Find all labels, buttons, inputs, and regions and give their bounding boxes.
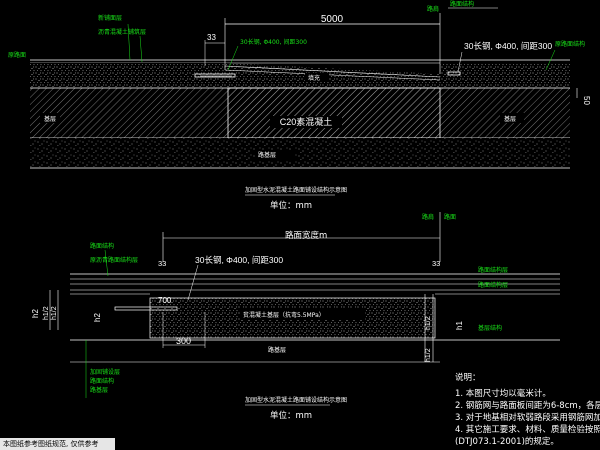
subgrade-label: 路基层 — [258, 151, 276, 159]
c20-concrete-block — [227, 87, 441, 139]
dim-300: 300 — [176, 336, 191, 346]
bottom-unit: 单位：mm — [270, 410, 312, 421]
dim-33-left: 33 — [158, 259, 166, 268]
bottom-label-l3: 加固铺设层 — [90, 368, 120, 376]
top-unit: 单位：mm — [270, 200, 312, 211]
note-line-5: (DTJ073.1-2001)的规定。 — [455, 436, 559, 447]
bottom-dowel-bar — [114, 306, 178, 311]
dowel-bar — [194, 73, 236, 78]
dim-33-top: 33 — [207, 33, 216, 42]
top-right-label3: 原路面结构 — [555, 40, 585, 48]
status-bar: 本图纸参考图纸规范, 仅供参考 — [0, 438, 115, 450]
bottom-label-l1: 路面结构 — [90, 242, 114, 250]
dim-h1-2d: h1/2 — [425, 348, 432, 362]
mid-fill-label: 填充 — [308, 74, 320, 82]
note-line-3: 3. 对于地基相对软弱路段采用钢筋网加固，钢筋规格见设计图。 — [455, 412, 600, 423]
notes-block: 说明： 1. 本图尺寸均以毫米计。 2. 钢筋网与路面板间距为6-8cm，各层厚… — [455, 372, 600, 447]
bottom-subgrade-label: 路基层 — [268, 346, 286, 354]
notes-title: 说明： — [455, 372, 481, 383]
dim-700: 700 — [158, 296, 172, 305]
bottom-label-r2: 路面结构层 — [478, 281, 508, 289]
bottom-label-l2: 原沥青路面结构层 — [90, 256, 138, 264]
top-right-label1: 路肩 — [427, 5, 439, 13]
dim-h2-left: h2 — [31, 309, 40, 318]
dim-h1-2a: h1/2 — [43, 306, 50, 320]
bottom-pipe-label: 30长钢, Φ400, 间距300 — [195, 255, 283, 265]
note-line-4: 4. 其它施工要求、材料、质量检验按照现行有关规范执行 — [455, 424, 600, 435]
bottom-section: 路面宽度m 贫混凝土基层（抗弯5.5MPa） 路基层 700 300 33 33… — [31, 212, 560, 421]
note-line-1: 1. 本图尺寸均以毫米计。 — [455, 388, 551, 399]
note-line-2: 2. 钢筋网与路面板间距为6-8cm，各层厚度为10cm 的钢筋。 — [455, 400, 600, 411]
subgrade-layer — [30, 138, 570, 168]
dim-h1-2c: h1/2 — [425, 316, 432, 330]
dim-5000: 5000 — [321, 14, 344, 25]
top-label-left3: 原路面 — [8, 51, 26, 59]
top-right-label2: 路面结构 — [450, 0, 474, 8]
dim-h1-2b: h1/2 — [51, 306, 58, 320]
base-left-label: 基层 — [44, 115, 56, 123]
bottom-label-r1: 路面结构层 — [478, 266, 508, 274]
top-section: C20素混凝土 基层 基层 填充 路基层 5000 33 50 30长钢, Φ4… — [8, 0, 591, 211]
top-label-rebar: 30长钢, Φ400, 间距300 — [240, 38, 307, 46]
bottom-label-r3: 基层结构 — [478, 324, 502, 332]
top-pipe-label: 30长钢, Φ400, 间距300 — [464, 41, 552, 51]
dim-33-right: 33 — [432, 259, 440, 268]
top-label-left1: 新铺面层 — [98, 14, 122, 22]
bottom-caption: 加固型水泥混凝土路面铺设结构示意图 — [245, 396, 347, 404]
bottom-label-l4: 路面结构 — [90, 377, 114, 385]
top-label-left2: 沥青混凝土铺筑层 — [98, 28, 146, 36]
dim-h2: h2 — [93, 313, 102, 322]
top-caption: 加固型水泥混凝土路面铺设结构示意图 — [245, 186, 347, 194]
bottom-label-rtop2: 路面 — [444, 213, 456, 221]
base-right-label: 基层 — [504, 115, 516, 123]
bottom-dim-total: 路面宽度m — [285, 230, 327, 241]
bottom-label-rtop: 路肩 — [422, 213, 434, 221]
c20-label: C20素混凝土 — [280, 116, 333, 127]
bottom-label-l5: 路基层 — [90, 386, 108, 394]
dim-50: 50 — [582, 96, 591, 105]
dim-h1: h1 — [455, 321, 464, 330]
lean-concrete-label: 贫混凝土基层（抗弯5.5MPa） — [243, 311, 325, 319]
